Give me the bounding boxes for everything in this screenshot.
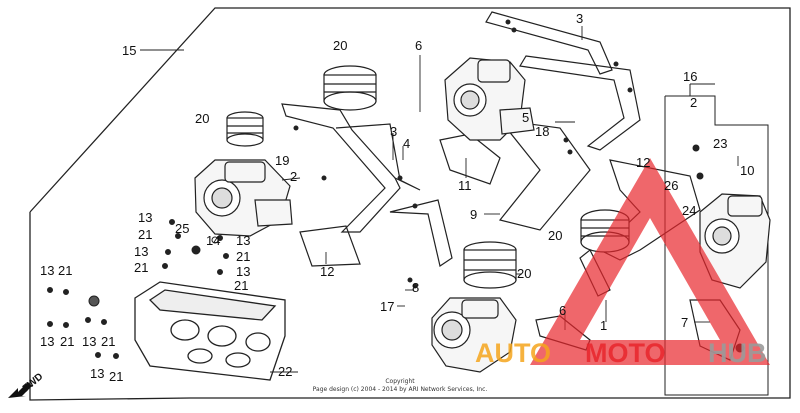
part-label-1: 1 xyxy=(600,318,607,333)
part-label-19: 19 xyxy=(275,153,289,168)
carburetor-left xyxy=(194,159,293,237)
part-label-8: 8 xyxy=(412,280,419,295)
rubber-insulators xyxy=(226,65,630,289)
part-label-21: 21 xyxy=(234,278,248,293)
part-label-21: 21 xyxy=(101,334,115,349)
part-label-21: 21 xyxy=(138,227,152,242)
part-label-13: 13 xyxy=(138,210,152,225)
watermark-text-moto: MOTO xyxy=(585,338,666,368)
part-label-23: 23 xyxy=(713,136,727,151)
screws-and-bolts xyxy=(47,19,745,359)
part-label-6: 6 xyxy=(559,303,566,318)
part-label-5: 5 xyxy=(522,110,529,125)
part-label-21: 21 xyxy=(236,249,250,264)
watermark-text-hub: HUB xyxy=(708,338,767,368)
part-number-labels: 15 20 6 3 16 2 20 5 18 3 4 23 19 2 11 12… xyxy=(40,11,754,384)
part-label-25: 25 xyxy=(175,221,189,236)
arrow-icon xyxy=(8,382,32,398)
part-label-20: 20 xyxy=(517,266,531,281)
watermark-text-auto: AUTO xyxy=(475,338,551,368)
part-label-18: 18 xyxy=(535,124,549,139)
insulator-mid xyxy=(463,241,517,289)
part-label-21: 21 xyxy=(134,260,148,275)
part-label-21: 21 xyxy=(60,334,74,349)
part-label-24: 24 xyxy=(682,203,696,218)
copyright-notice: Copyright Page design (c) 2004 - 2014 by… xyxy=(313,378,488,393)
intake-chamber xyxy=(134,281,286,381)
part-label-20: 20 xyxy=(548,228,562,243)
part-label-10: 10 xyxy=(740,163,754,178)
assembly-outline xyxy=(29,7,791,401)
part-label-4: 4 xyxy=(403,136,410,151)
part-label-17: 17 xyxy=(380,299,394,314)
triangle-logo-icon xyxy=(530,158,770,365)
part-label-21: 21 xyxy=(58,263,72,278)
part-label-3: 3 xyxy=(576,11,583,26)
part-label-12: 12 xyxy=(320,264,334,279)
part-label-16: 16 xyxy=(683,69,697,84)
part-label-26: 26 xyxy=(664,178,678,193)
part-label-13: 13 xyxy=(236,264,250,279)
carburetor-right xyxy=(699,193,771,289)
part-label-6: 6 xyxy=(415,38,422,53)
part-label-22: 22 xyxy=(278,364,292,379)
part-label-13: 13 xyxy=(236,233,250,248)
part-label-2: 2 xyxy=(290,169,297,184)
part-label-7: 7 xyxy=(681,315,688,330)
copyright-line-2: Page design (c) 2004 - 2014 by ARI Netwo… xyxy=(313,386,488,393)
part-label-15: 15 xyxy=(122,43,136,58)
part-label-12: 12 xyxy=(636,155,650,170)
part-label-9: 9 xyxy=(470,207,477,222)
insulator-left xyxy=(226,111,264,147)
part-label-13: 13 xyxy=(82,334,96,349)
copyright-line-1: Copyright xyxy=(385,378,415,385)
part-label-20: 20 xyxy=(195,111,209,126)
part-label-20: 20 xyxy=(333,38,347,53)
part-label-13: 13 xyxy=(90,366,104,381)
subassembly-box xyxy=(664,83,769,396)
watermark-logo: AUTO MOTO HUB xyxy=(475,158,770,368)
part-label-13: 13 xyxy=(134,244,148,259)
carburetor-bodies xyxy=(194,57,771,373)
carburetor-bottom xyxy=(431,297,517,373)
carburetor-top xyxy=(444,57,535,141)
part-label-21: 21 xyxy=(109,369,123,384)
part-label-11: 11 xyxy=(458,178,472,193)
insulator-top xyxy=(323,65,377,111)
fwd-label: FWD xyxy=(21,371,46,394)
part-label-2: 2 xyxy=(690,95,697,110)
fwd-indicator: FWD xyxy=(8,371,45,398)
part-label-3: 3 xyxy=(390,124,397,139)
part-label-14: 14 xyxy=(206,233,220,248)
leader-lines xyxy=(140,26,739,373)
part-label-13: 13 xyxy=(40,334,54,349)
part-label-13: 13 xyxy=(40,263,54,278)
